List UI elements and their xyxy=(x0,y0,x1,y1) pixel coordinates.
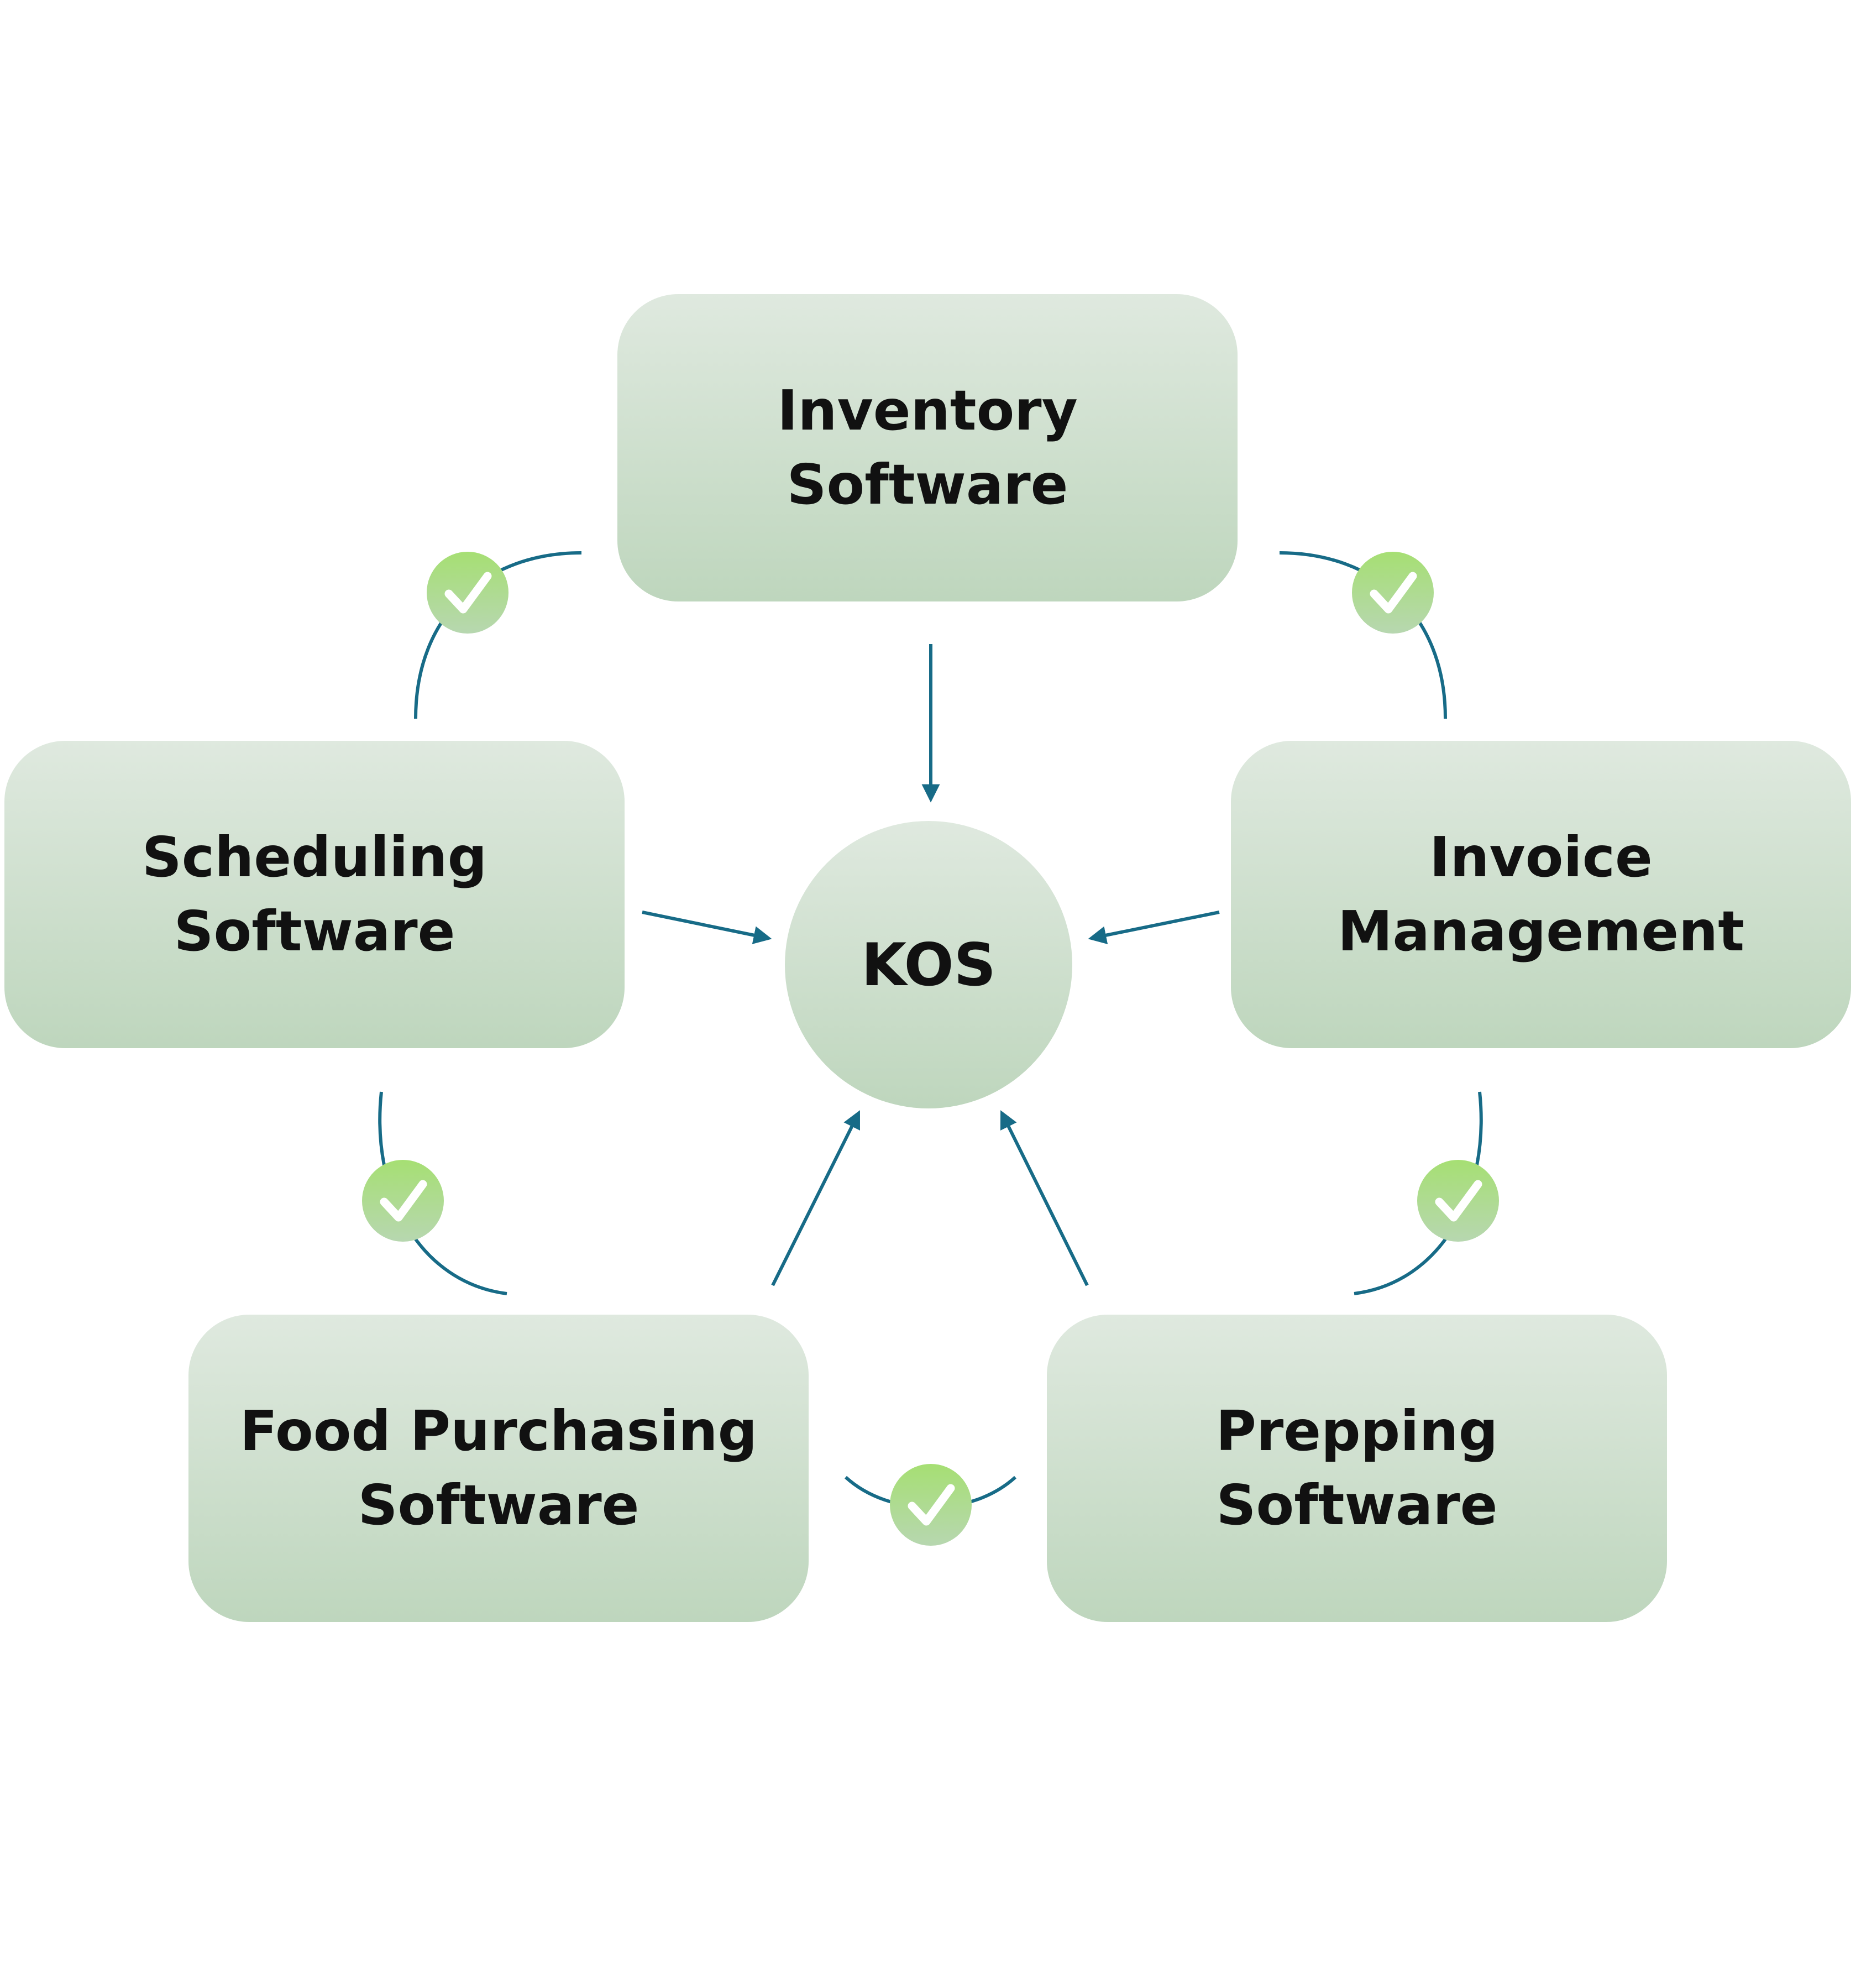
check-badge xyxy=(427,552,509,634)
badge-circle xyxy=(890,1464,972,1546)
node-inventory-software: Inventory Software xyxy=(617,294,1238,601)
checkmark-icon xyxy=(380,1180,427,1222)
node-label-line2: Software xyxy=(1216,1473,1498,1537)
hub-label: KOS xyxy=(861,930,996,999)
check-badge xyxy=(1417,1160,1499,1242)
node-label-line1: Scheduling xyxy=(141,825,487,890)
checkmark-icon xyxy=(1370,572,1417,614)
badge-circle xyxy=(1417,1160,1499,1242)
node-food-purchasing-software: Food Purchasing Software xyxy=(188,1315,809,1622)
check-badges xyxy=(362,552,1499,1546)
node-scheduling-software: Scheduling Software xyxy=(4,741,625,1048)
checkmark-icon xyxy=(1435,1180,1482,1222)
arrow-scheduling-to-kos xyxy=(642,911,772,944)
arrow-food-purchasing-to-kos xyxy=(771,1110,860,1286)
node-label-line2: Software xyxy=(174,899,455,964)
node-label-line2: Management xyxy=(1337,899,1745,964)
node-prepping-software: Prepping Software xyxy=(1047,1315,1667,1622)
kos-hub: KOS xyxy=(785,821,1072,1108)
check-badge xyxy=(1352,552,1434,634)
node-label-line1: Prepping xyxy=(1215,1399,1498,1463)
checkmark-icon xyxy=(444,572,492,614)
arrow-invoice-to-kos xyxy=(1088,911,1220,944)
node-label-line1: Inventory xyxy=(777,378,1078,443)
node-label-line2: Software xyxy=(787,452,1068,517)
badge-circle xyxy=(427,552,509,634)
arrows-to-hub xyxy=(642,644,1220,1286)
checkmark-icon xyxy=(908,1484,955,1526)
node-label-line1: Food Purchasing xyxy=(239,1399,758,1463)
check-badge xyxy=(890,1464,972,1546)
check-badge xyxy=(362,1160,444,1242)
node-invoice-management: Invoice Management xyxy=(1231,741,1851,1048)
arrow-prepping-to-kos xyxy=(1000,1110,1089,1286)
badge-circle xyxy=(362,1160,444,1242)
node-label-line1: Invoice xyxy=(1429,825,1653,890)
node-label-line2: Software xyxy=(358,1473,639,1537)
badge-circle xyxy=(1352,552,1434,634)
